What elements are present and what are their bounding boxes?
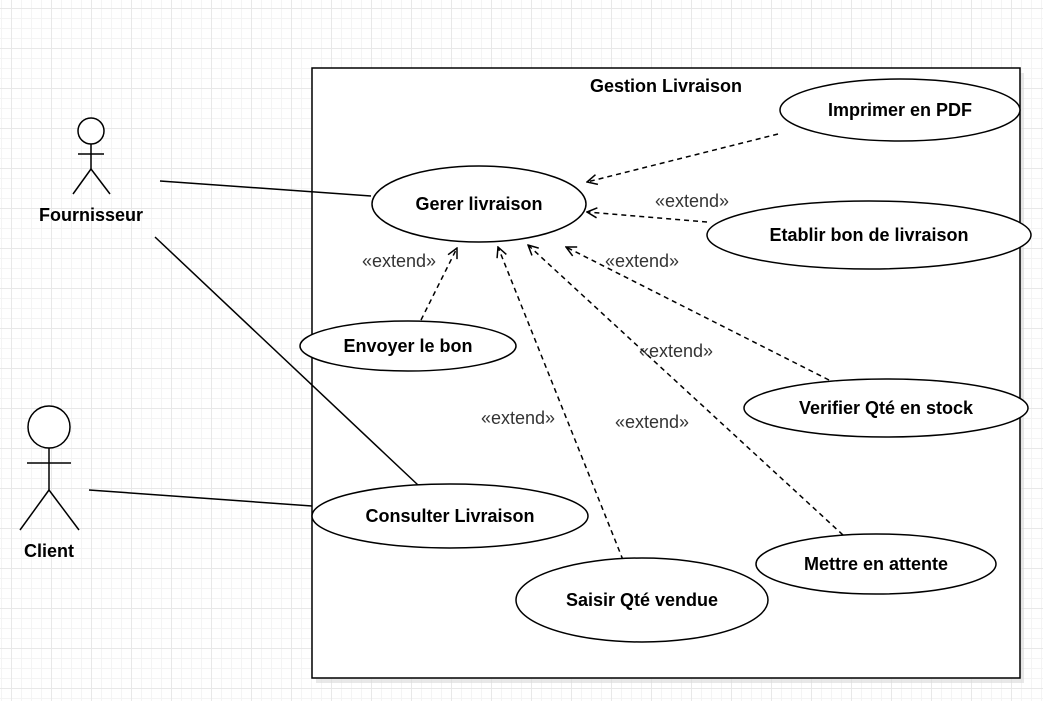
- use-case-label: Imprimer en PDF: [828, 100, 972, 120]
- system-title: Gestion Livraison: [590, 76, 742, 96]
- use-case-envoyer[interactable]: Envoyer le bon: [299, 320, 517, 372]
- use-case-label: Consulter Livraison: [365, 506, 534, 526]
- association-fournisseur-gerer: [159, 180, 372, 197]
- extend-label: «extend»: [655, 191, 729, 211]
- association-client-consulter: [88, 489, 313, 507]
- use-case-label: Saisir Qté vendue: [566, 590, 718, 610]
- use-case-etablir[interactable]: Etablir bon de livraison: [706, 200, 1032, 270]
- stick-figure-icon: [19, 405, 80, 531]
- use-case-label: Verifier Qté en stock: [799, 398, 974, 418]
- use-case-gerer[interactable]: Gerer livraison: [371, 165, 587, 243]
- actor-fournisseur[interactable]: Fournisseur: [39, 117, 143, 225]
- use-case-mettre[interactable]: Mettre en attente: [755, 533, 997, 595]
- use-case-saisir[interactable]: Saisir Qté vendue: [515, 557, 769, 643]
- extend-envoyer-gerer: [420, 248, 457, 321]
- use-case-verifier[interactable]: Verifier Qté en stock: [743, 378, 1029, 438]
- actor-client-label: Client: [24, 541, 74, 561]
- use-case-label: Gerer livraison: [415, 194, 542, 214]
- extend-label: «extend»: [481, 408, 555, 428]
- actor-fournisseur-label: Fournisseur: [39, 205, 143, 225]
- extend-label: «extend»: [615, 412, 689, 432]
- use-case-label: Envoyer le bon: [343, 336, 472, 356]
- extend-label: «extend»: [639, 341, 713, 361]
- use-case-label: Mettre en attente: [804, 554, 948, 574]
- extend-label: «extend»: [605, 251, 679, 271]
- extend-label: «extend»: [362, 251, 436, 271]
- use-case-consulter[interactable]: Consulter Livraison: [311, 483, 589, 549]
- association-fournisseur-consulter: [154, 236, 419, 486]
- actor-client[interactable]: Client: [19, 405, 80, 561]
- stick-figure-icon: [72, 117, 111, 195]
- extend-verifier-gerer: [566, 247, 830, 381]
- extend-etablir-gerer: [587, 212, 708, 223]
- extend-imprimer-gerer: [587, 133, 779, 182]
- use-case-imprimer[interactable]: Imprimer en PDF: [779, 78, 1021, 142]
- use-case-label: Etablir bon de livraison: [769, 225, 968, 245]
- extend-saisir-gerer: [498, 247, 624, 561]
